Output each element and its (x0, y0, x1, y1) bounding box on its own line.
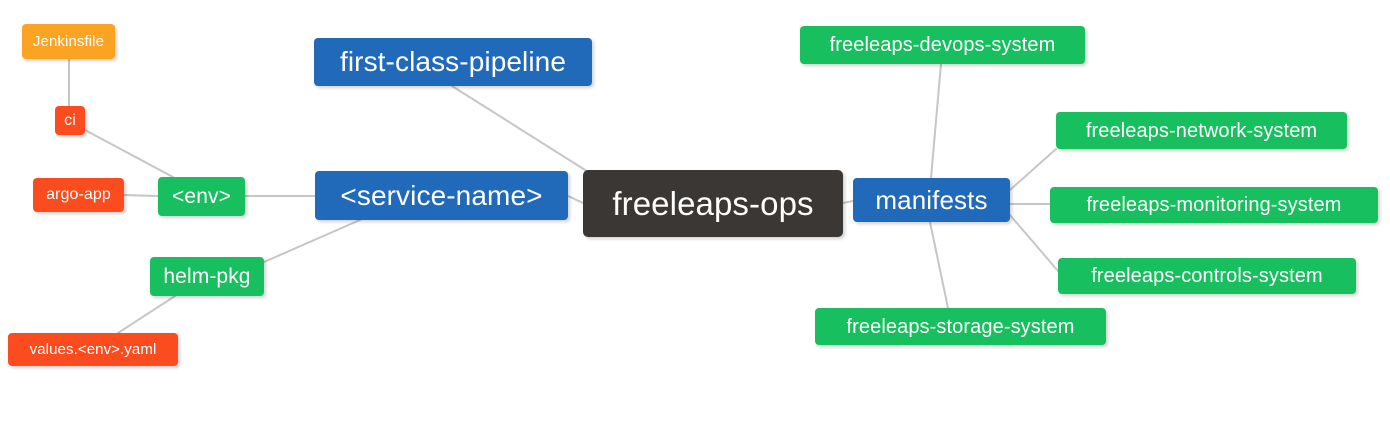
edge-env-argoapp (123, 194, 159, 197)
node-service[interactable]: <service-name> (315, 171, 568, 220)
edge-manifests-network (1009, 148, 1057, 191)
node-valuesyaml[interactable]: values.<env>.yaml (8, 333, 178, 366)
edge-env-ci (84, 129, 174, 178)
node-network[interactable]: freeleaps-network-system (1056, 112, 1347, 149)
node-helm[interactable]: helm-pkg (150, 257, 264, 296)
edge-manifests-controls (1009, 214, 1059, 272)
node-storage[interactable]: freeleaps-storage-system (815, 308, 1106, 345)
node-monitoring[interactable]: freeleaps-monitoring-system (1050, 187, 1378, 223)
edge-manifests-devops (930, 63, 942, 179)
edge-root-pipeline (451, 85, 594, 176)
edge-root-manifests (842, 200, 854, 204)
edge-helm-values (117, 295, 176, 334)
node-manifests[interactable]: manifests (853, 178, 1010, 222)
edge-root-service (567, 195, 584, 204)
node-pipeline[interactable]: first-class-pipeline (314, 38, 592, 86)
edge-manifests-storage (929, 221, 949, 309)
node-root[interactable]: freeleaps-ops (583, 170, 843, 237)
node-env[interactable]: <env> (158, 177, 245, 216)
node-argoapp[interactable]: argo-app (33, 178, 124, 212)
node-devops[interactable]: freeleaps-devops-system (800, 26, 1085, 64)
node-jenkinsfile[interactable]: Jenkinsfile (22, 24, 115, 59)
node-controls[interactable]: freeleaps-controls-system (1058, 258, 1356, 294)
edge-service-helm (263, 219, 361, 263)
node-ci[interactable]: ci (55, 106, 85, 135)
